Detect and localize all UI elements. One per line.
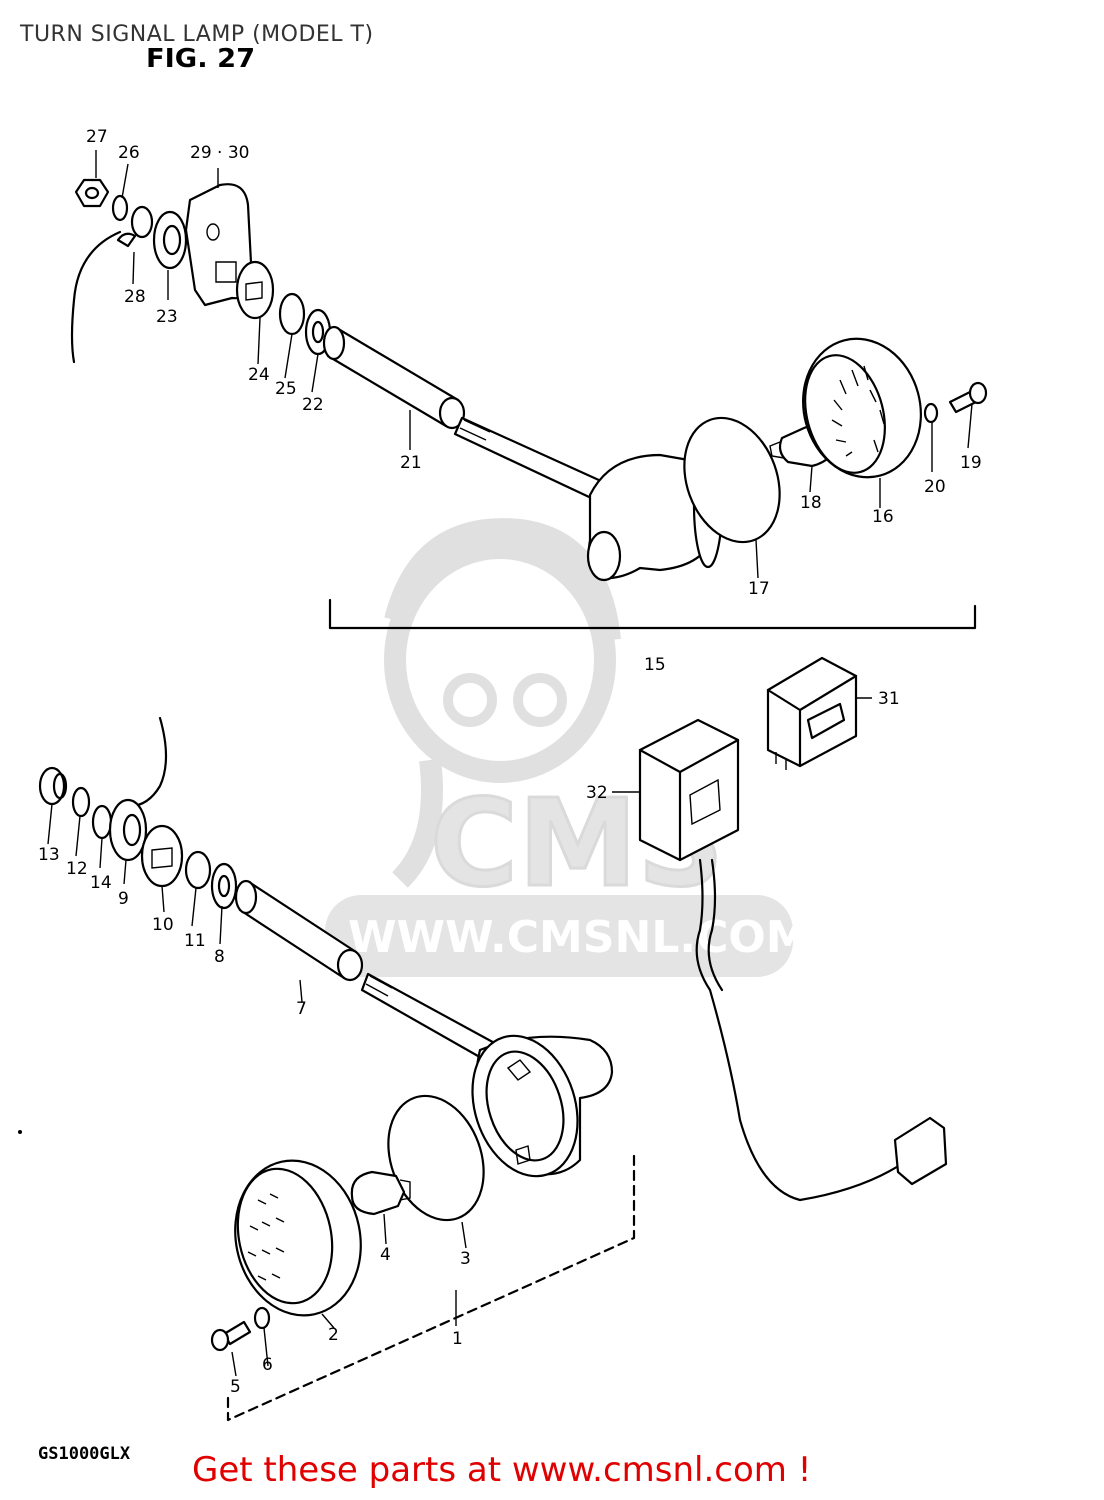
part-20-washer — [923, 402, 939, 424]
model-code: GS1000GLX — [38, 1444, 131, 1464]
part-7-stay-tube — [234, 879, 364, 982]
part-8-nut — [210, 862, 238, 910]
upper-flat-washer — [130, 205, 154, 239]
callout-28: 28 — [124, 287, 146, 307]
part-16-lens — [802, 337, 922, 479]
callout-24: 24 — [248, 365, 270, 385]
callout-29-30: 29 · 30 — [190, 143, 249, 163]
upper-lead-wire — [70, 230, 122, 364]
part-12-washer — [71, 786, 91, 818]
callout-21: 21 — [400, 453, 422, 473]
callout-31: 31 — [878, 689, 900, 709]
print-artifact-dot — [18, 1130, 22, 1134]
callout-2: 2 — [328, 1325, 339, 1345]
callout-10: 10 — [152, 915, 174, 935]
callout-11: 11 — [184, 931, 206, 951]
callout-4: 4 — [380, 1245, 391, 1265]
flasher-connector — [893, 1116, 948, 1186]
part-14-washer — [91, 804, 113, 840]
assembly-1-bracket-line — [226, 1150, 636, 1422]
callout-8: 8 — [214, 947, 225, 967]
part-11-washer — [184, 850, 212, 890]
lower-lead-wire — [128, 716, 168, 808]
callout-18: 18 — [800, 493, 822, 513]
upper-turn-signal-assembly — [70, 178, 988, 630]
part-32-flasher-unit — [638, 718, 948, 1202]
part-10-cushion — [140, 824, 184, 888]
upper-lamp-stem — [453, 416, 614, 506]
part-5-screw — [210, 1320, 252, 1352]
part-24-cushion — [235, 260, 275, 320]
part-26-washer — [111, 194, 129, 222]
part-27-nut — [74, 178, 110, 208]
callout-20: 20 — [924, 477, 946, 497]
watermark-url-band — [325, 895, 793, 977]
part-25-washer — [278, 292, 306, 336]
page-title: TURN SIGNAL LAMP (MODEL T) — [20, 22, 374, 47]
callout-17: 17 — [748, 579, 770, 599]
part-21-stay-tube — [322, 325, 466, 430]
callout-6: 6 — [262, 1355, 273, 1375]
part-9-nut — [108, 798, 148, 862]
callout-19: 19 — [960, 453, 982, 473]
callout-7: 7 — [296, 999, 307, 1019]
part-13-nut — [38, 766, 68, 806]
callout-5: 5 — [230, 1377, 241, 1397]
part-28-terminal — [116, 232, 137, 248]
callout-9: 9 — [118, 889, 129, 909]
callout-12: 12 — [66, 859, 88, 879]
callout-14: 14 — [90, 873, 112, 893]
callout-26: 26 — [118, 143, 140, 163]
lower-turn-signal-assembly — [38, 716, 636, 1422]
watermark-mascot-icon — [384, 518, 621, 888]
buy-parts-link[interactable]: Get these parts at www.cmsnl.com ! — [192, 1450, 812, 1490]
part-31-relay — [766, 656, 858, 770]
part-19-screw — [948, 381, 988, 414]
assembly-15-bracket-line — [328, 598, 977, 630]
callout-32: 32 — [586, 783, 608, 803]
callout-23: 23 — [156, 307, 178, 327]
watermark: CMS WWW.CMSNL.COM — [325, 518, 810, 977]
part-17-gasket — [683, 416, 781, 544]
part-4-bulb — [350, 1170, 411, 1216]
part-3-gasket — [387, 1094, 485, 1222]
callout-3: 3 — [460, 1249, 471, 1269]
callout-13: 13 — [38, 845, 60, 865]
callout-15: 15 — [644, 655, 666, 675]
callout-25: 25 — [275, 379, 297, 399]
part-23-nut — [152, 210, 188, 270]
figure-title: FIG. 27 — [146, 44, 256, 74]
callout-1: 1 — [452, 1329, 463, 1349]
lower-lamp-housing — [471, 1034, 614, 1178]
leader-lines — [47, 150, 973, 1377]
callout-labels: 27 26 29 · 30 28 23 24 25 22 21 18 16 20… — [38, 127, 982, 1397]
watermark-url-text: WWW.CMSNL.COM — [348, 912, 810, 963]
part-2-lens — [234, 1159, 362, 1317]
callout-27: 27 — [86, 127, 108, 147]
callout-16: 16 — [872, 507, 894, 527]
callout-22: 22 — [302, 395, 324, 415]
part-6-washer — [253, 1306, 271, 1330]
